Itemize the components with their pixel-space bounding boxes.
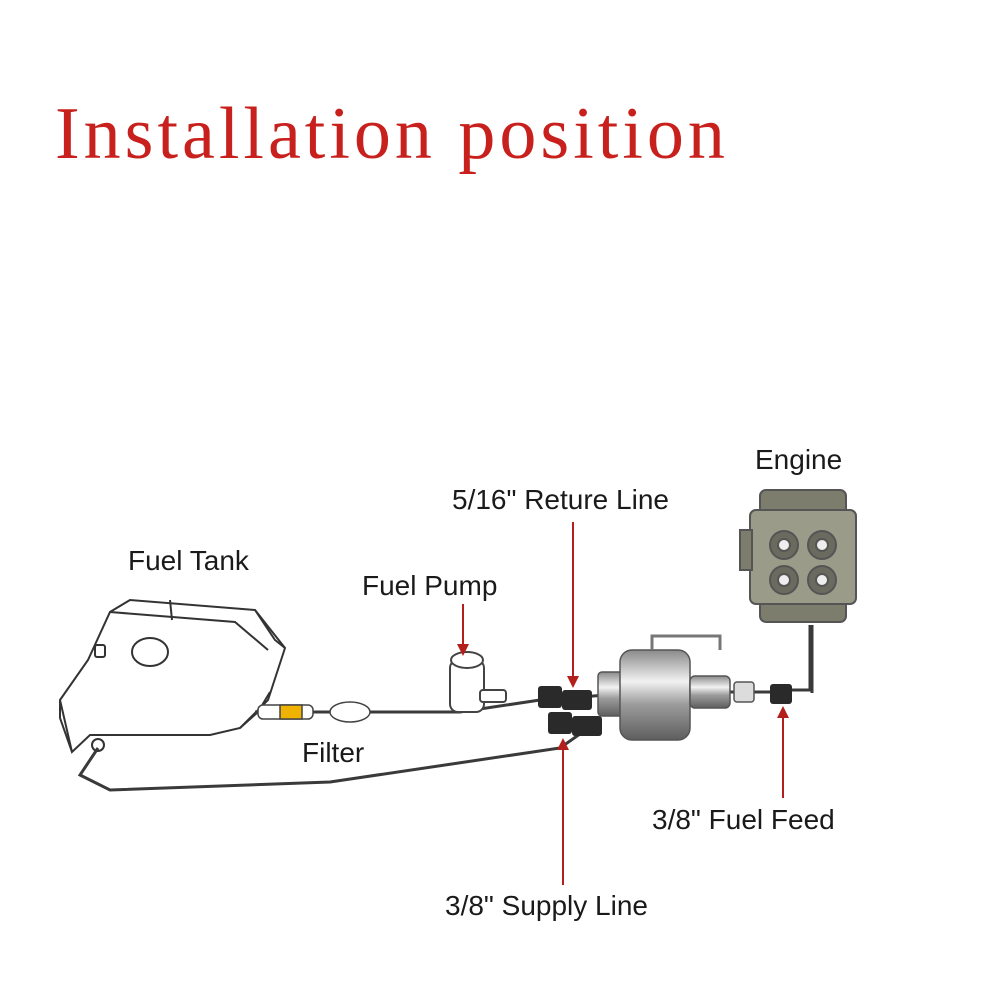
fuel-feed-label: 3/8" Fuel Feed (652, 804, 835, 835)
engine-label: Engine (755, 444, 843, 475)
regulator-fittings (538, 684, 792, 736)
fuel-pressure-regulator-drawing (597, 634, 755, 741)
supply-line-label: 3/8" Supply Line (445, 890, 648, 921)
engine-drawing (739, 489, 857, 623)
fuel-pump-label: Fuel Pump (362, 570, 498, 601)
callout-arrows (457, 522, 789, 885)
filter-label: Filter (302, 737, 365, 768)
fuel-tank-label: Fuel Tank (128, 545, 249, 576)
inline-filter (257, 701, 371, 723)
return-line-label: 5/16" Reture Line (452, 484, 669, 515)
page-title: Installation position (55, 93, 729, 175)
fuel-pump-drawing (449, 651, 507, 713)
fuel-tank-drawing (58, 598, 287, 754)
